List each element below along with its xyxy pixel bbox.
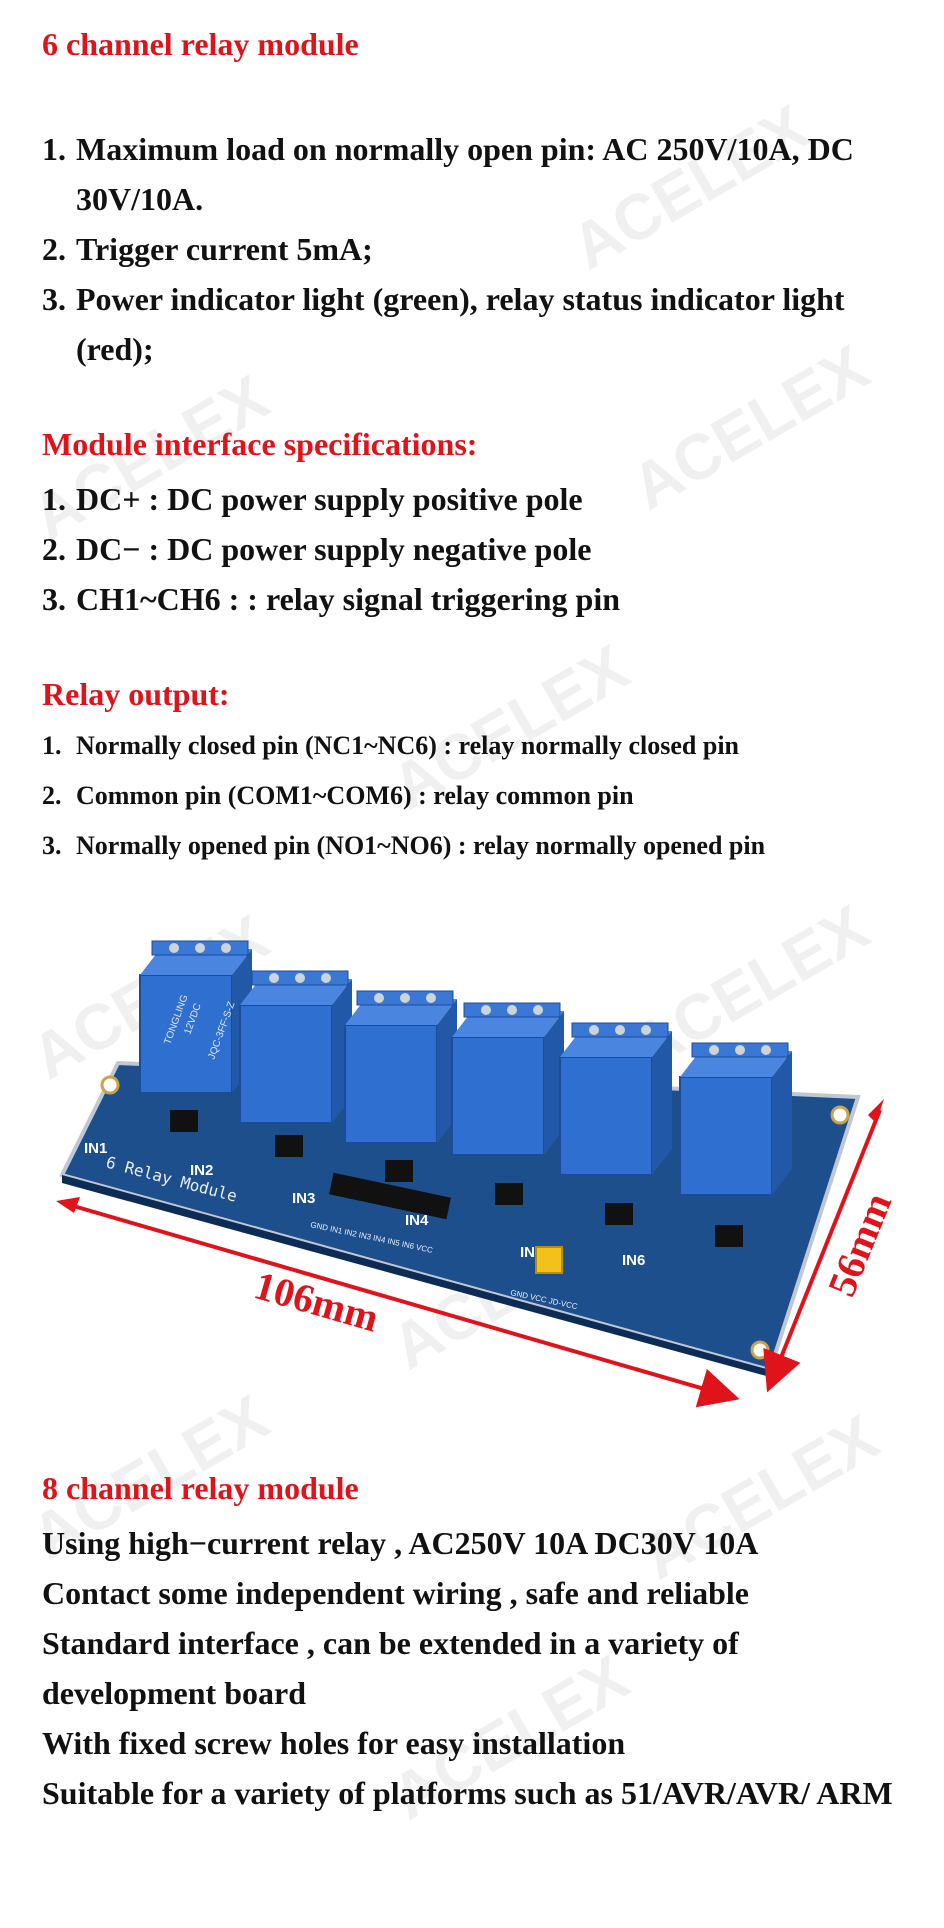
list-item: 3.Normally opened pin (NO1~NO6) : relay … [42, 831, 766, 860]
feature-line: Standard interface , can be extended in … [42, 1625, 739, 1711]
relay-group [139, 940, 792, 1196]
mount-hole [830, 1105, 850, 1125]
input-label: IN3 [292, 1190, 315, 1207]
section-title-relay-output: Relay output: [42, 676, 230, 712]
section-title-interface: Module interface specifications: [42, 426, 478, 462]
section-title-6-channel: 6 channel relay module [42, 26, 359, 62]
input-label: IN4 [405, 1212, 429, 1229]
feature-line: Contact some independent wiring , safe a… [42, 1575, 749, 1611]
optocoupler [170, 1110, 198, 1132]
relay-output-list: 1.Normally closed pin (NC1~NC6) : relay … [42, 721, 922, 871]
relay [344, 990, 457, 1144]
list-item: 2.DC− : DC power supply negative pole [42, 531, 592, 567]
relay [679, 1042, 792, 1196]
width-dimension-arrow [69, 1203, 740, 1408]
width-dimension-label: 106mm [250, 1262, 384, 1340]
list-item: 2.Common pin (COM1~COM6) : relay common … [42, 781, 634, 810]
input-label: IN6 [622, 1252, 645, 1269]
list-item: 3.CH1~CH6 : : relay signal triggering pi… [42, 581, 621, 617]
interface-list: 1.DC+ : DC power supply positive pole 2.… [42, 474, 902, 624]
optocoupler [385, 1160, 413, 1182]
list-item: 2.Trigger current 5mA; [42, 231, 373, 267]
relay [559, 1022, 672, 1176]
list-item: 1.Maximum load on normally open pin: AC … [42, 131, 854, 217]
optocoupler [275, 1135, 303, 1157]
mount-hole [100, 1075, 120, 1095]
list-item: 1.Normally closed pin (NC1~NC6) : relay … [42, 731, 740, 760]
relay [239, 970, 352, 1124]
list-item: 3.Power indicator light (green), relay s… [42, 281, 845, 367]
mount-hole [750, 1340, 770, 1360]
relay [139, 940, 252, 1094]
input-label: IN1 [84, 1140, 107, 1157]
spec-list-6-channel: 1.Maximum load on normally open pin: AC … [42, 124, 882, 374]
feature-line: Using high−current relay , AC250V 10A DC… [42, 1525, 759, 1561]
height-dimension-label: 56mm [819, 1187, 901, 1303]
feature-line: Suitable for a variety of platforms such… [42, 1775, 893, 1811]
optocoupler [715, 1225, 743, 1247]
section-title-8-channel: 8 channel relay module [42, 1470, 359, 1506]
jumper [535, 1246, 563, 1274]
list-item: 1.DC+ : DC power supply positive pole [42, 481, 583, 517]
optocoupler [605, 1203, 633, 1225]
relay-module-figure: TONGLING 12VDC JQC-3FF-S-Z 6 Relay Modul… [0, 885, 944, 1425]
relay [451, 1002, 564, 1156]
input-label: IN2 [190, 1162, 213, 1179]
feature-line: With fixed screw holes for easy installa… [42, 1725, 626, 1761]
height-dimension-arrow [763, 1109, 882, 1393]
optocoupler [495, 1183, 523, 1205]
pin-header [329, 1172, 451, 1220]
relay-board-illustration: TONGLING 12VDC JQC-3FF-S-Z 6 Relay Modul… [56, 940, 901, 1408]
